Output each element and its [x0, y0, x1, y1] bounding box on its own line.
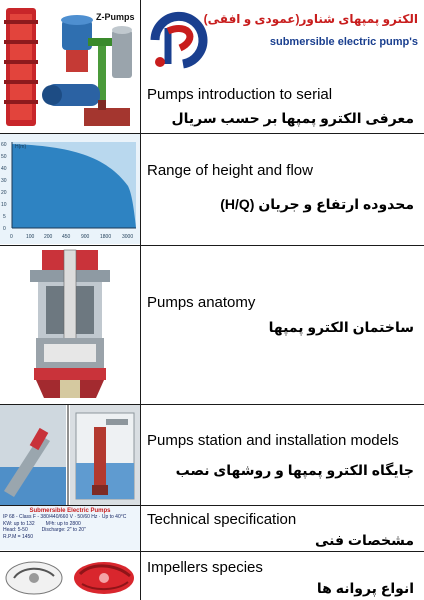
section-3-title-fa[interactable]: ساختمان الکترو پمپها [268, 319, 414, 335]
x-tick: 3000 [122, 234, 133, 240]
spec-row: KW: up to 132 M³h: up to 2800 [0, 521, 140, 527]
section-divider [0, 245, 424, 246]
spec-row: R.P.M = 1450 [3, 533, 34, 540]
company-logo-icon [150, 11, 208, 69]
section-1-title-en[interactable]: Pumps introduction to serial [147, 86, 333, 103]
section-6-title-en[interactable]: Impellers species [147, 559, 263, 576]
spec-discharge: Discharge: 2" to 20" [41, 527, 86, 534]
section-4-title-fa[interactable]: جایگاه الکترو پمپها و روشهای نصب [175, 462, 414, 478]
y-tick: 30 [1, 178, 7, 184]
y-axis-label: H(m) [15, 144, 26, 150]
y-tick: 50 [1, 154, 7, 160]
pumps-collage-image[interactable] [0, 0, 140, 133]
range-area [12, 144, 136, 228]
y-tick: 10 [1, 202, 7, 208]
column-divider [140, 0, 141, 600]
range-chart-thumbnail[interactable]: H(m) 60 50 40 30 20 10 5 0 0 100 200 450… [0, 134, 140, 244]
section-4-title-en[interactable]: Pumps station and installation models [147, 432, 399, 449]
impellers-image[interactable] [0, 552, 140, 600]
spec-kw: KW: up to 132 [3, 520, 35, 527]
brand-title-fa: الکترو پمپهای شناور(عمودی و افقی) [203, 12, 418, 26]
y-tick: 0 [3, 226, 6, 232]
section-2-title-fa[interactable]: محدوده ارتفاع و جریان (H/Q) [220, 196, 414, 212]
technical-spec-thumbnail[interactable]: Submersible Electric Pumps IP 68 - Class… [0, 506, 140, 550]
y-tick: 40 [1, 166, 7, 172]
y-tick: 20 [1, 190, 7, 196]
spec-title: Submersible Electric Pumps [29, 508, 111, 514]
spec-head: Head: 5-50 [3, 527, 28, 534]
section-5-title-en[interactable]: Technical specification [147, 511, 297, 528]
section-divider [0, 551, 424, 552]
spec-flow: M³h: up to 2800 [45, 520, 81, 527]
section-divider [0, 133, 424, 134]
section-1-title-fa[interactable]: معرفی الکترو پمپها بر حسب سریال [171, 110, 415, 126]
section-3-title-en[interactable]: Pumps anatomy [147, 294, 256, 311]
brand-title-en: submersible electric pump's [269, 36, 418, 48]
x-tick: 1800 [100, 234, 111, 240]
y-tick: 60 [1, 142, 7, 148]
section-divider [0, 505, 424, 506]
spec-row: IP 68 - Class F - 380/440/660 V · 50/60 … [3, 514, 127, 521]
y-tick: 5 [3, 214, 6, 220]
x-tick: 450 [62, 234, 71, 240]
section-5-title-fa[interactable]: مشخصات فنی [314, 532, 414, 548]
x-tick: 200 [44, 234, 53, 240]
section-6-title-fa[interactable]: انواع پروانه ها [316, 580, 414, 596]
x-tick: 0 [10, 234, 13, 240]
spec-row: Head: 5-50 Discharge: 2" to 20" [0, 527, 140, 533]
thumb-brand-label: Z-Pumps [96, 12, 135, 22]
pump-station-image[interactable] [0, 405, 140, 505]
x-tick: 900 [81, 234, 90, 240]
section-divider [0, 404, 424, 405]
section-2-title-en[interactable]: Range of height and flow [147, 162, 313, 179]
x-tick: 100 [26, 234, 35, 240]
pump-anatomy-image[interactable] [0, 246, 140, 403]
